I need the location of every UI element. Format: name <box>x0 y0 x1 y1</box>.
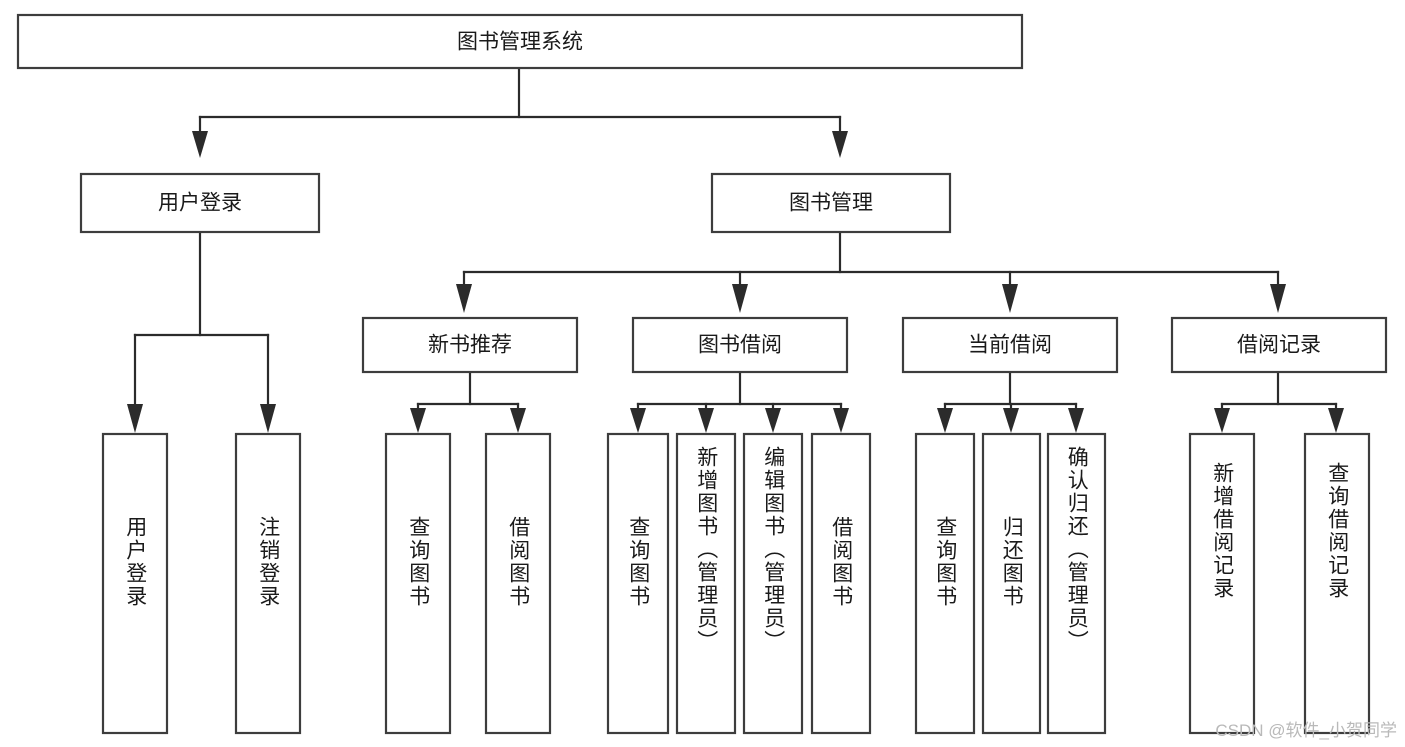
arrow-head-leaf-add-book <box>698 408 714 433</box>
node-borrow-record[interactable]: 借阅记录 <box>1170 316 1388 374</box>
node-book-borrow[interactable]: 图书借阅 <box>631 316 849 374</box>
connector-group-current-borrow <box>937 370 1084 433</box>
node-book-management-box[interactable] <box>710 172 952 234</box>
node-book-management[interactable]: 图书管理 <box>710 172 952 234</box>
node-book-management-label: 图书管理 <box>789 192 873 215</box>
node-new-book-recommend-box[interactable] <box>361 316 579 374</box>
arrow-head-leaf-edit-book <box>765 408 781 433</box>
node-leaf-user-login-box[interactable] <box>101 432 169 735</box>
arrow-head-book-management <box>832 131 848 158</box>
arrow-head-leaf-borrow-book-1 <box>510 408 526 433</box>
arrow-head-leaf-query-book-3 <box>937 408 953 433</box>
node-leaf-add-record-box[interactable] <box>1188 432 1256 735</box>
node-leaf-query-record-box[interactable] <box>1303 432 1371 735</box>
node-new-book-recommend[interactable]: 新书推荐 <box>361 316 579 374</box>
arrow-head-new-book-recommend <box>456 284 472 313</box>
node-leaf-borrow-book-2-box[interactable] <box>810 432 872 735</box>
node-leaf-borrow-book-1-box[interactable] <box>484 432 552 735</box>
connector-group-book-management <box>456 230 1286 313</box>
watermark-text: CSDN @软件_小贺同学 <box>1215 721 1397 740</box>
arrow-head-leaf-add-record <box>1214 408 1230 433</box>
node-leaf-query-book-2-box[interactable] <box>606 432 670 735</box>
node-leaf-return-book-box[interactable] <box>981 432 1042 735</box>
node-current-borrow[interactable]: 当前借阅 <box>901 316 1119 374</box>
node-root[interactable]: 图书管理系统 <box>16 13 1024 70</box>
node-leaf-add-book-box[interactable] <box>675 432 737 735</box>
connector-group-book-borrow <box>630 370 849 433</box>
node-borrow-record-label: 借阅记录 <box>1237 334 1321 357</box>
connector-group-borrow-record <box>1214 370 1344 433</box>
arrow-head-leaf-return-book <box>1003 408 1019 433</box>
arrow-head-leaf-borrow-book-2 <box>833 408 849 433</box>
arrow-head-current-borrow <box>1002 284 1018 313</box>
arrow-head-leaf-query-record <box>1328 408 1344 433</box>
node-book-borrow-box[interactable] <box>631 316 849 374</box>
arrow-head-book-borrow <box>732 284 748 313</box>
node-leaf-confirm-return-box[interactable] <box>1046 432 1107 735</box>
arrow-head-user-login <box>192 131 208 158</box>
node-current-borrow-box[interactable] <box>901 316 1119 374</box>
arrow-head-leaf-query-book-1 <box>410 408 426 433</box>
connector-group-root <box>192 66 848 158</box>
node-leaf-user-logout-box[interactable] <box>234 432 302 735</box>
node-leaf-edit-book-box[interactable] <box>742 432 804 735</box>
node-book-borrow-label: 图书借阅 <box>698 334 782 357</box>
connector-group-user-login <box>127 230 276 433</box>
node-leaf-query-book-1-box[interactable] <box>384 432 452 735</box>
node-leaf-query-book-3-box[interactable] <box>914 432 976 735</box>
connector-group-new-book-recommend <box>410 370 526 433</box>
arrow-head-borrow-record <box>1270 284 1286 313</box>
arrow-head-leaf-user-logout <box>260 404 276 433</box>
node-user-login-label: 用户登录 <box>158 192 242 215</box>
node-new-book-recommend-label: 新书推荐 <box>428 334 512 357</box>
node-borrow-record-box[interactable] <box>1170 316 1388 374</box>
arrow-head-leaf-confirm-return <box>1068 408 1084 433</box>
arrow-head-leaf-query-book-2 <box>630 408 646 433</box>
node-user-login-box[interactable] <box>79 172 321 234</box>
node-root-label: 图书管理系统 <box>457 31 583 54</box>
arrow-head-leaf-user-login <box>127 404 143 433</box>
node-user-login[interactable]: 用户登录 <box>79 172 321 234</box>
node-root-box[interactable] <box>16 13 1024 70</box>
node-current-borrow-label: 当前借阅 <box>968 334 1052 357</box>
